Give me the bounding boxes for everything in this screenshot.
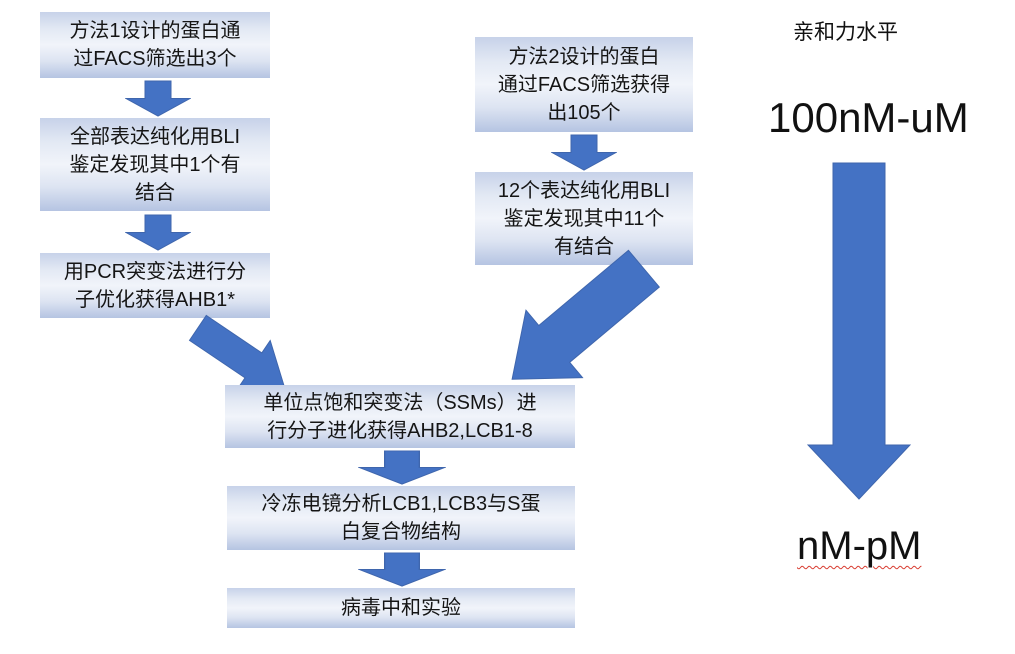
down-arrow-icon bbox=[125, 214, 191, 251]
flow-box-method1-bli: 全部表达纯化用BLI 鉴定发现其中1个有 结合 bbox=[40, 118, 270, 211]
down-arrow-icon bbox=[358, 450, 446, 485]
flow-box-method2-facs: 方法2设计的蛋白 通过FACS筛选获得 出105个 bbox=[475, 37, 693, 132]
affinity-bottom-value: nM-pM bbox=[797, 524, 922, 568]
flow-box-cryoem-structure: 冷冻电镜分析LCB1,LCB3与S蛋 白复合物结构 bbox=[227, 486, 575, 550]
diagonal-down-right-arrow-icon bbox=[188, 314, 285, 391]
big-down-arrow-icon bbox=[807, 162, 911, 500]
diagonal-down-left-arrow-icon bbox=[511, 249, 661, 380]
flow-box-virus-neutralization: 病毒中和实验 bbox=[227, 588, 575, 628]
down-arrow-icon bbox=[551, 134, 617, 171]
flow-box-pcr-ahb1: 用PCR突变法进行分 子优化获得AHB1* bbox=[40, 253, 270, 318]
affinity-top-value: 100nM-uM bbox=[768, 94, 969, 141]
flow-box-ssms-evolution: 单位点饱和突变法（SSMs）进 行分子进化获得AHB2,LCB1-8 bbox=[225, 385, 575, 448]
flow-box-method1-facs: 方法1设计的蛋白通 过FACS筛选出3个 bbox=[40, 12, 270, 78]
affinity-scale-title: 亲和力水平 bbox=[793, 21, 898, 44]
flow-box-method2-bli: 12个表达纯化用BLI 鉴定发现其中11个 有结合 bbox=[475, 172, 693, 265]
down-arrow-icon bbox=[358, 552, 446, 587]
down-arrow-icon bbox=[125, 80, 191, 117]
